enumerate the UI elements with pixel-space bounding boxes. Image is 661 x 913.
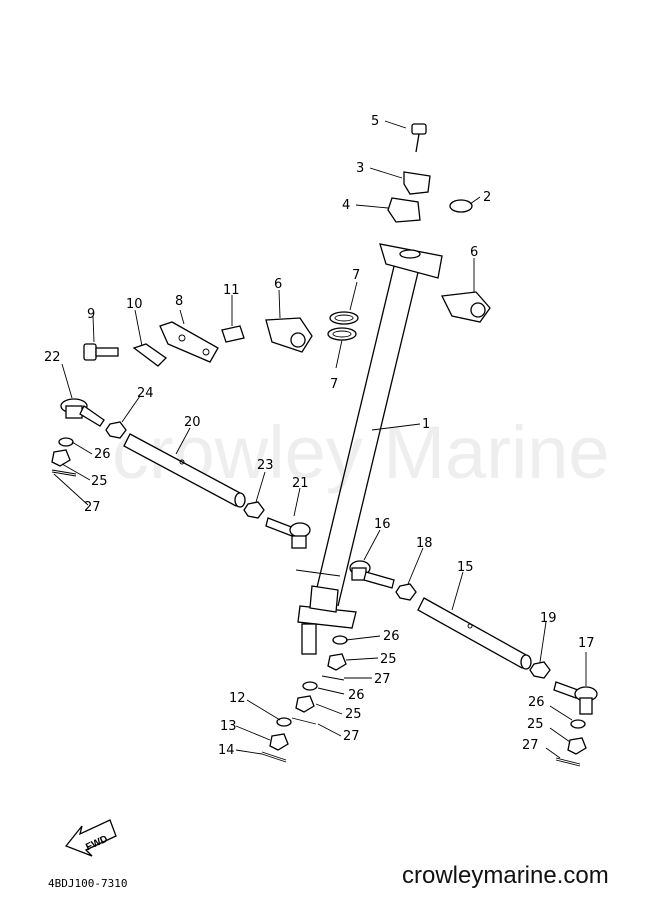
callout-19: 19 bbox=[540, 611, 557, 626]
arm-bolt-part bbox=[83, 343, 119, 361]
callout-26-left: 26 bbox=[94, 447, 111, 462]
callout-3: 3 bbox=[356, 161, 364, 176]
callout-9: 9 bbox=[87, 307, 95, 322]
holder-right-part bbox=[441, 291, 491, 323]
fwd-arrow-icon: FWD bbox=[64, 819, 117, 857]
tie-rod-left-part bbox=[123, 433, 246, 508]
callout-27-left: 27 bbox=[84, 500, 101, 515]
nut-23-part bbox=[243, 501, 265, 519]
washer-left-part bbox=[58, 437, 74, 447]
nut-19-part bbox=[529, 661, 551, 679]
callout-14: 14 bbox=[218, 743, 235, 758]
callout-22: 22 bbox=[44, 350, 61, 365]
callout-27-right: 27 bbox=[522, 738, 539, 753]
callout-15: 15 bbox=[457, 560, 474, 575]
castle-nut-lower-center-part bbox=[295, 695, 315, 713]
callout-16: 16 bbox=[374, 517, 391, 532]
callout-25-right: 25 bbox=[527, 717, 544, 732]
callout-24: 24 bbox=[137, 386, 154, 401]
bushing-lower-part bbox=[327, 327, 357, 341]
callout-7-lower: 7 bbox=[330, 377, 338, 392]
cotter-pin-center-part bbox=[321, 675, 345, 681]
lower-clamp-part bbox=[387, 197, 421, 223]
callout-17: 17 bbox=[578, 636, 595, 651]
callout-25-center: 25 bbox=[380, 652, 397, 667]
callout-10: 10 bbox=[126, 297, 143, 312]
top-bolt-part bbox=[411, 123, 427, 153]
upper-clamp-part bbox=[403, 171, 431, 195]
cotter-pin-14-part bbox=[261, 751, 287, 763]
ball-joint-left-part bbox=[60, 398, 105, 427]
nut-13-part bbox=[269, 733, 289, 751]
rod-end-16-part bbox=[349, 560, 395, 589]
callout-1: 1 bbox=[422, 417, 430, 432]
callout-6-right: 6 bbox=[470, 245, 478, 260]
washer-lower-center-part bbox=[302, 681, 318, 691]
castle-nut-right-part bbox=[567, 737, 587, 755]
callout-27-lower: 27 bbox=[343, 729, 360, 744]
callout-12: 12 bbox=[229, 691, 246, 706]
callout-25-lower: 25 bbox=[345, 707, 362, 722]
callout-26-right: 26 bbox=[528, 695, 545, 710]
washer-center-part bbox=[332, 635, 348, 645]
callout-8: 8 bbox=[175, 294, 183, 309]
lock-washer-plate-part bbox=[132, 343, 168, 367]
callout-5: 5 bbox=[371, 114, 379, 129]
callout-6-left: 6 bbox=[274, 277, 282, 292]
nut-24-part bbox=[105, 421, 127, 439]
diagram-code: 4BDJ100-7310 bbox=[48, 877, 127, 890]
castle-nut-center-part bbox=[327, 653, 347, 671]
callout-labels: 1 2 3 4 5 6 6 7 7 8 9 10 11 12 13 14 15 … bbox=[44, 114, 595, 758]
tie-rod-right-part bbox=[417, 597, 532, 670]
callout-27-center: 27 bbox=[374, 672, 391, 687]
cotter-pin-left-part bbox=[51, 469, 77, 477]
cotter-pin-lower-center-part bbox=[291, 717, 317, 725]
holder-left-part bbox=[265, 317, 313, 353]
callout-23: 23 bbox=[257, 458, 274, 473]
callout-2: 2 bbox=[483, 190, 491, 205]
washer-12-part bbox=[276, 717, 292, 727]
callout-11: 11 bbox=[223, 283, 240, 298]
callout-26-lower: 26 bbox=[348, 688, 365, 703]
cap-part bbox=[449, 199, 473, 213]
callout-25-left: 25 bbox=[91, 474, 108, 489]
washer-right-part bbox=[570, 719, 586, 729]
callout-20: 20 bbox=[184, 415, 201, 430]
callout-7-upper: 7 bbox=[352, 268, 360, 283]
site-url: crowleymarine.com bbox=[402, 862, 609, 889]
steering-arm-part bbox=[159, 321, 219, 363]
callout-18: 18 bbox=[416, 536, 433, 551]
callout-4: 4 bbox=[342, 198, 350, 213]
nut-18-part bbox=[395, 583, 417, 601]
callout-13: 13 bbox=[220, 719, 237, 734]
steering-column-part bbox=[295, 243, 443, 655]
bushing-upper-part bbox=[329, 311, 359, 325]
rod-end-21-part bbox=[265, 517, 311, 549]
castle-nut-left-part bbox=[51, 449, 71, 467]
collar-part bbox=[221, 325, 245, 343]
ball-joint-right-part bbox=[553, 681, 598, 715]
callout-26-center: 26 bbox=[383, 629, 400, 644]
leader-lines bbox=[53, 120, 587, 759]
callout-21: 21 bbox=[292, 476, 309, 491]
cotter-pin-right-part bbox=[555, 757, 581, 767]
